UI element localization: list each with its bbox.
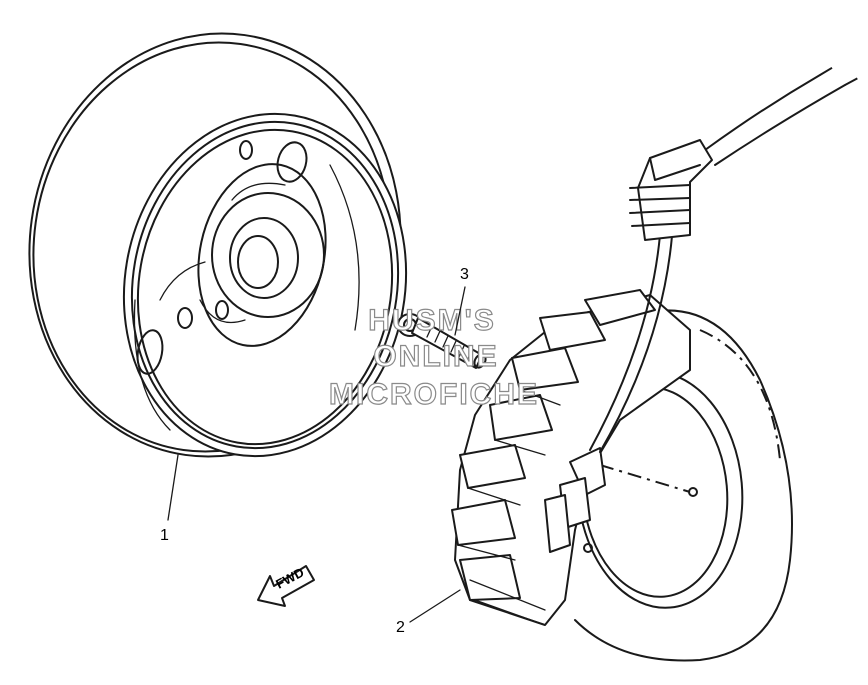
stator bbox=[451, 289, 793, 662]
bolt bbox=[397, 313, 487, 369]
callout-2: 2 bbox=[396, 589, 461, 636]
forward-direction-arrow: FWD bbox=[257, 564, 315, 607]
rotor-flywheel bbox=[28, 32, 408, 458]
callout-3: 3 bbox=[454, 266, 469, 336]
watermark-line-1: HUSM'S bbox=[368, 304, 495, 337]
callout-1: 1 bbox=[160, 454, 179, 544]
watermark-line-3: MICROFICHE bbox=[329, 378, 539, 411]
callout-number-2: 2 bbox=[396, 619, 405, 636]
watermark-line-2: ONLINE bbox=[373, 340, 498, 373]
watermark: HUSM'S ONLINE MICROFICHE bbox=[328, 303, 539, 411]
wire-harness bbox=[589, 65, 859, 453]
callout-number-1: 1 bbox=[160, 527, 169, 544]
callout-number-3: 3 bbox=[460, 266, 469, 283]
